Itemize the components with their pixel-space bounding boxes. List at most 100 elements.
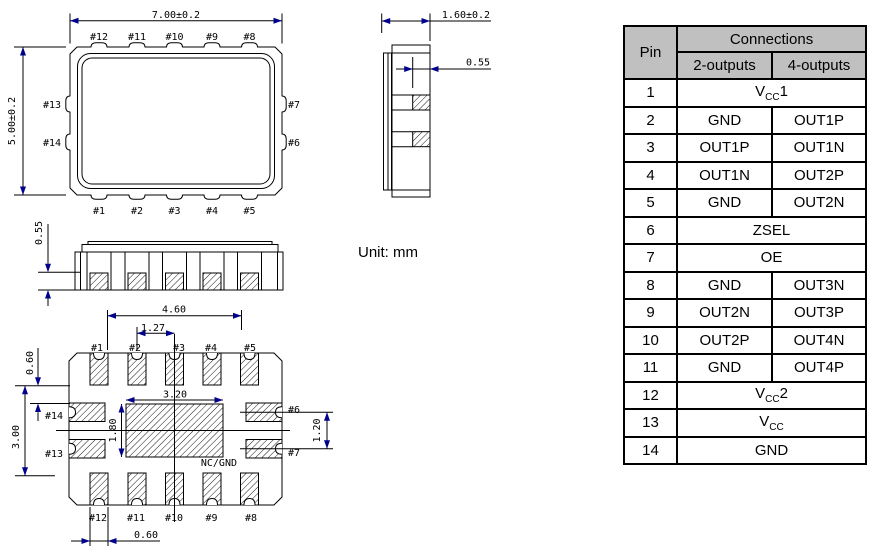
pin-label: #14 bbox=[45, 411, 63, 422]
pin-label: #11 bbox=[127, 513, 145, 524]
dimension-arrow bbox=[35, 403, 41, 412]
header-pin: Pin bbox=[623, 25, 678, 80]
connection-cell: OUT1P bbox=[770, 105, 868, 135]
castellation-bump bbox=[65, 133, 71, 151]
dimension-arrow bbox=[404, 66, 413, 72]
dimension-arrow bbox=[126, 397, 135, 403]
pin-cell: 6 bbox=[623, 215, 678, 245]
castellation-bump bbox=[241, 42, 258, 48]
solder-pad bbox=[165, 272, 184, 291]
solder-pad bbox=[89, 272, 109, 291]
dim-front-pad-height: 0.55 bbox=[34, 221, 45, 245]
pin-label: #12 bbox=[89, 513, 107, 524]
package-shape bbox=[391, 44, 431, 198]
pin-cell: 1 bbox=[623, 78, 678, 108]
mechanical-drawing: 7.00±0.2 5.00±0.2 1.60±0.2 0.55 0.55 4.6… bbox=[7, 10, 491, 546]
pin-label: #3 bbox=[168, 206, 180, 217]
connection-cell-merged: VCC bbox=[675, 408, 868, 438]
pin-cell: 12 bbox=[623, 380, 678, 410]
connection-cell: OUT2P bbox=[676, 325, 773, 355]
dimension-arrow bbox=[107, 312, 116, 319]
connection-cell: OUT1N bbox=[676, 160, 773, 190]
pin-label: #13 bbox=[45, 449, 63, 460]
castellation-bump bbox=[90, 194, 108, 200]
castellation-bump bbox=[128, 194, 146, 200]
dim-bottom-row-span: 4.60 bbox=[162, 305, 186, 316]
castellation-bump bbox=[203, 194, 221, 200]
castellation-bump bbox=[65, 95, 71, 113]
dim-top-width: 7.00±0.2 bbox=[152, 10, 200, 21]
dim-center-pad-height: 1.80 bbox=[108, 418, 119, 442]
dimension-arrow bbox=[233, 312, 242, 319]
pin-cell: 11 bbox=[623, 353, 678, 383]
dimension-arrow bbox=[118, 448, 125, 457]
castellation-bump bbox=[281, 133, 287, 151]
pin-label: #6 bbox=[288, 138, 300, 149]
castellation-bump bbox=[281, 95, 287, 113]
pin-cell: 3 bbox=[623, 133, 678, 163]
pin-cell: 5 bbox=[623, 188, 678, 218]
pin-label: #7 bbox=[288, 448, 300, 459]
dimension-arrow bbox=[421, 18, 430, 24]
dimension-arrow bbox=[22, 385, 28, 395]
pin-label: #8 bbox=[245, 513, 257, 524]
castellation-notch bbox=[68, 406, 77, 419]
pin-label: #9 bbox=[206, 32, 218, 43]
castellation-bump bbox=[241, 194, 258, 200]
pin-label: #14 bbox=[43, 138, 61, 149]
dim-side-pad-pitch: 1.20 bbox=[312, 418, 323, 442]
connection-cell: OUT4P bbox=[770, 353, 868, 383]
generated-shapes bbox=[14, 13, 491, 546]
pin-label: #10 bbox=[165, 513, 183, 524]
castellation-bump bbox=[166, 42, 183, 48]
dimension-arrow bbox=[108, 538, 117, 544]
connection-cell-merged: ZSEL bbox=[675, 215, 868, 245]
dimension-arrow bbox=[20, 186, 26, 195]
castellation-notch bbox=[68, 442, 77, 455]
lid-outline bbox=[77, 53, 275, 189]
header-connections: Connections bbox=[675, 25, 868, 53]
pin-label: #1 bbox=[93, 206, 105, 217]
connection-cell: OUT3N bbox=[770, 270, 868, 300]
connection-cell-merged: GND bbox=[675, 435, 868, 465]
center-pad-label: NC/GND bbox=[201, 458, 237, 469]
connection-cell: OUT1P bbox=[676, 133, 773, 163]
pin-cell: 8 bbox=[623, 270, 678, 300]
header-2-outputs: 2-outputs bbox=[676, 51, 773, 80]
pin-label: #5 bbox=[244, 343, 256, 354]
castellation-notch bbox=[93, 352, 105, 361]
castellation-bump bbox=[128, 42, 146, 48]
connection-cell: GND bbox=[676, 270, 773, 300]
pin-cell: 14 bbox=[623, 435, 678, 465]
dimension-arrow bbox=[35, 377, 41, 386]
dimension-arrow bbox=[166, 330, 175, 337]
solder-pad bbox=[240, 272, 259, 291]
connection-cell: OUT2N bbox=[676, 298, 773, 328]
connection-cell-merged: OE bbox=[675, 243, 868, 273]
dimension-arrow bbox=[22, 467, 28, 476]
pin-label: #2 bbox=[131, 206, 143, 217]
dimension-arrow bbox=[45, 290, 51, 299]
dimension-arrow bbox=[324, 440, 330, 449]
pin-cell: 13 bbox=[623, 408, 678, 438]
pin-label: #12 bbox=[90, 32, 108, 43]
castellation-notch bbox=[93, 497, 105, 506]
solder-pad bbox=[202, 272, 222, 291]
connection-cell: OUT1N bbox=[770, 133, 868, 163]
pin-cell: 7 bbox=[623, 243, 678, 273]
connection-cell: GND bbox=[676, 105, 773, 135]
castellation-bump bbox=[203, 42, 221, 48]
castellation-notch bbox=[206, 497, 218, 506]
castellation-notch bbox=[206, 352, 218, 361]
pin-label: #1 bbox=[91, 343, 103, 354]
